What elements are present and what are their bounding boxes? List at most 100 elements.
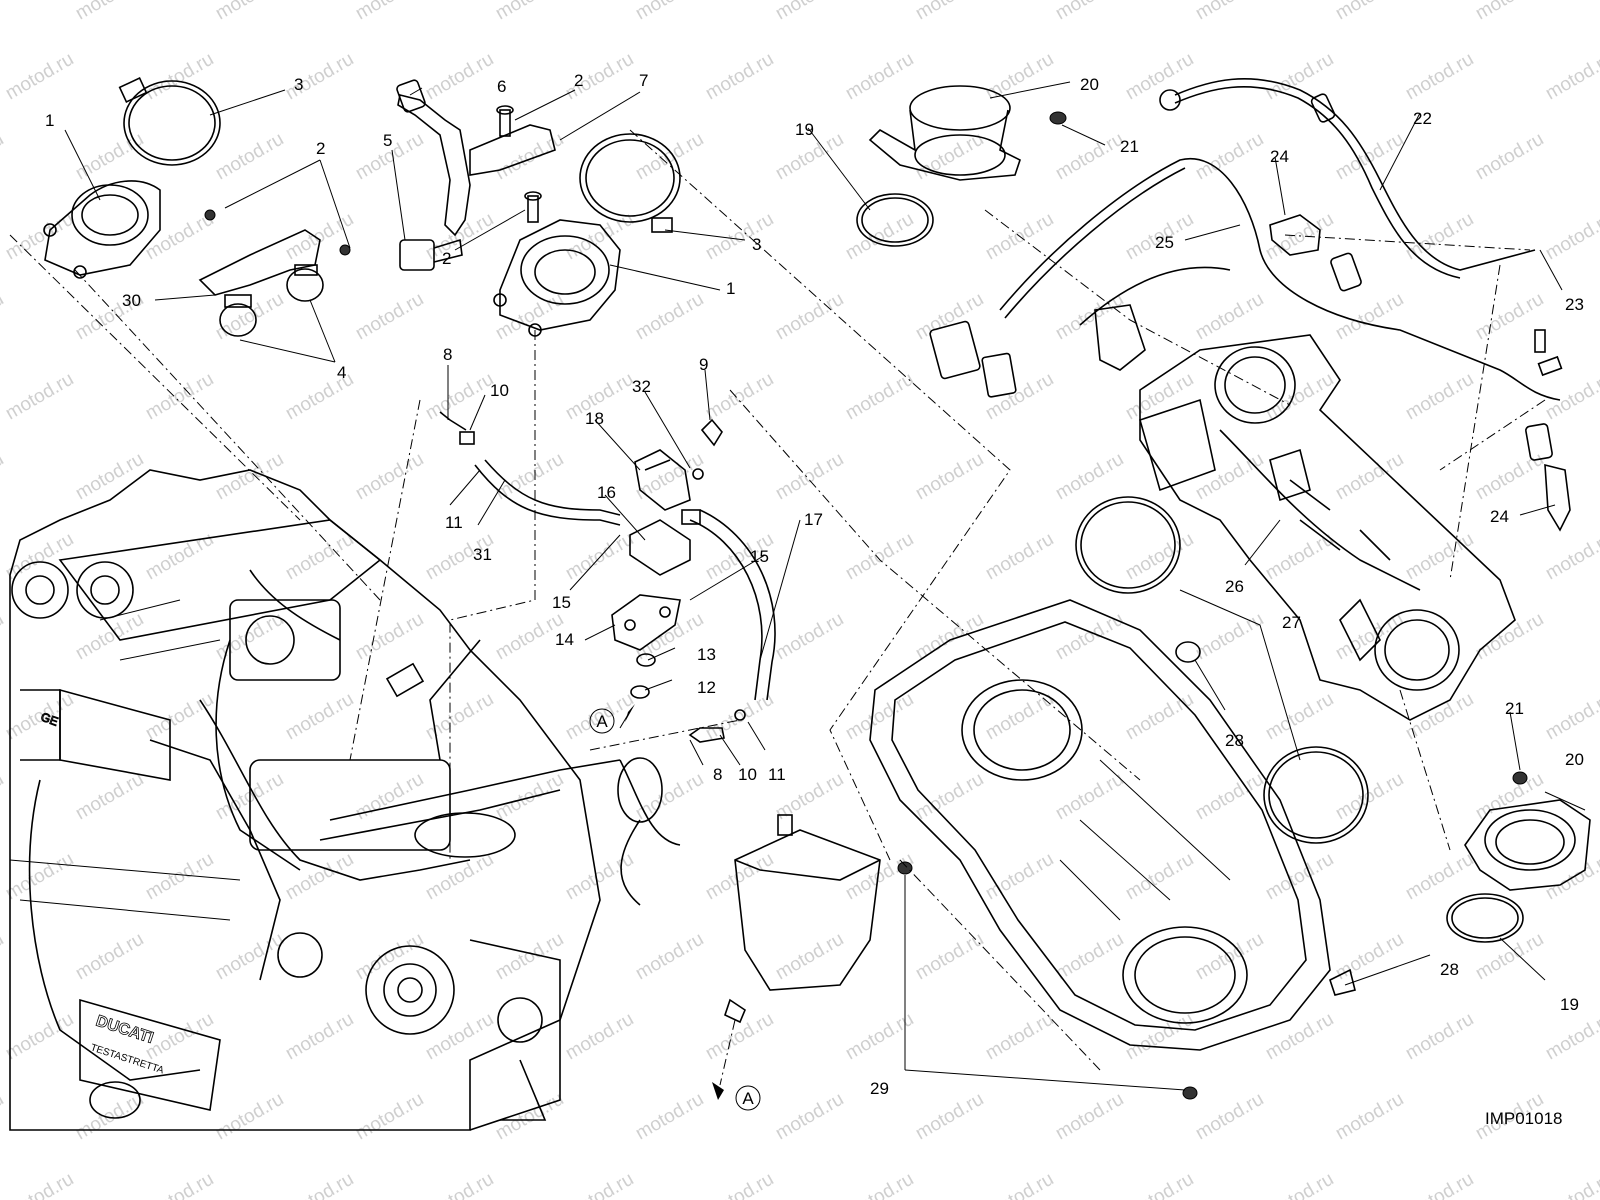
intake-flange-20-top [868,85,1021,181]
watermark-text: motod.ru [212,1089,287,1145]
watermark-text: motod.ru [1472,609,1547,665]
fittings-8-10-11 [688,709,746,743]
nut-21-bottom [1512,771,1528,785]
watermark-text: motod.ru [72,1089,147,1145]
watermark-text: motod.ru [632,289,707,345]
watermark-text: motod.ru [632,129,707,185]
clamp-3-top [118,77,221,166]
callout-labels: 1 1 2 2 2 3 3 4 5 6 7 8 8 9 10 10 11 11 … [45,71,1584,1098]
watermark-text: motod.ru [0,449,7,505]
watermark-text: motod.ru [0,0,7,24]
purge-valve [617,757,681,906]
grommets-28 [1175,641,1356,996]
callout-26: 26 [1225,577,1244,596]
callout-19: 19 [1560,995,1579,1014]
callout-18: 18 [585,409,604,428]
watermark-text: motod.ru [492,1089,567,1145]
washers-12-13 [630,653,656,699]
watermark-text: motod.ru [352,609,427,665]
watermark-text: motod.ru [1192,609,1267,665]
watermark-text: motod.ru [212,289,287,345]
watermark-text: motod.ru [0,929,7,985]
watermark-text: motod.ru [632,0,707,24]
watermark-text: motod.ru [1262,1169,1337,1200]
watermark-text: motod.ru [1332,1089,1407,1145]
callout-10: 10 [738,765,757,784]
intake-flange-20-bottom [1464,799,1591,891]
watermark-text: motod.ru [352,1089,427,1145]
injector-line-22 [1159,78,1536,279]
watermark-text: motod.ru [1472,289,1547,345]
vacuum-hose-31 [439,411,621,526]
sensor-support-16 [629,519,691,576]
watermark-text: motod.ru [1402,369,1477,425]
callout-7: 7 [639,71,648,90]
watermark-text: motod.ru [562,1009,637,1065]
hose-17 [681,509,776,701]
watermark-text: motod.ru [2,1169,77,1200]
expansion-reservoir [724,814,881,1024]
watermark-text: motod.ru [352,929,427,985]
watermark-text: motod.ru [282,689,357,745]
callout-23: 23 [1565,295,1584,314]
callout-2: 2 [574,71,583,90]
drawing-code: IMP01018 [1485,1109,1563,1128]
watermark-text: motod.ru [422,49,497,105]
sensor-5 [399,238,463,271]
watermark-text: motod.ru [142,1169,217,1200]
callout-11: 11 [445,513,463,532]
hose-clamps-4 [219,264,324,337]
callout-24: 24 [1270,147,1289,166]
callout-2: 2 [316,139,325,158]
watermark-text: motod.ru [352,289,427,345]
watermark-text: motod.ru [842,529,917,585]
watermark-text: motod.ru [212,449,287,505]
watermark-text: motod.ru [212,929,287,985]
watermark-text: motod.ru [1402,1169,1477,1200]
watermark-text: motod.ru [1122,1009,1197,1065]
watermark-text: motod.ru [2,849,77,905]
wiring-harness-25 [929,157,1561,401]
injectors-24 [1269,214,1571,532]
callout-21: 21 [1505,699,1524,718]
watermark-text: motod.ru [912,449,987,505]
callout-16: 16 [597,483,616,502]
watermark-text: motod.ru [1542,689,1600,745]
watermark-text: motod.ru [1192,129,1267,185]
watermark-text: motod.ru [702,1009,777,1065]
callout-28: 28 [1440,960,1459,979]
callout-11: 11 [768,765,786,784]
callout-32: 32 [632,377,651,396]
watermark-text: motod.ru [1122,689,1197,745]
callout-4: 4 [337,363,346,382]
watermark-text: motod.ru [1332,0,1407,24]
callout-9: 9 [699,355,708,374]
watermark-text: motod.ru [0,609,7,665]
watermark-text: motod.ru [0,289,7,345]
airbox [869,599,1331,1051]
callout-12: 12 [697,678,716,697]
watermark-text: motod.ru [1052,0,1127,24]
watermark-text: motod.ru [702,1169,777,1200]
watermark-text: motod.ru [1052,769,1127,825]
callout-14: 14 [555,630,574,649]
watermark-text: motod.ru [1122,849,1197,905]
watermark-text: motod.ru [772,609,847,665]
section-marker-a-lower: A [712,1082,761,1111]
callout-30: 30 [122,291,141,310]
section-marker-a-upper: A [589,704,635,734]
callout-2: 2 [442,249,451,268]
watermark-text: motod.ru [842,49,917,105]
watermark-text: motod.ru [982,49,1057,105]
callout-15: 15 [750,547,769,566]
screws-23 [1534,329,1563,377]
callout-24: 24 [1490,507,1509,526]
watermark-text: motod.ru [1472,449,1547,505]
watermark-text: motod.ru [1332,769,1407,825]
watermark-text: motod.ru [912,929,987,985]
watermark-text: motod.ru [1262,209,1337,265]
watermark-text: motod.ru [282,1009,357,1065]
watermark-text: motod.ru [1402,49,1477,105]
assembly-center-lines [9,129,1546,1086]
watermark-text: motod.ru [282,1169,357,1200]
